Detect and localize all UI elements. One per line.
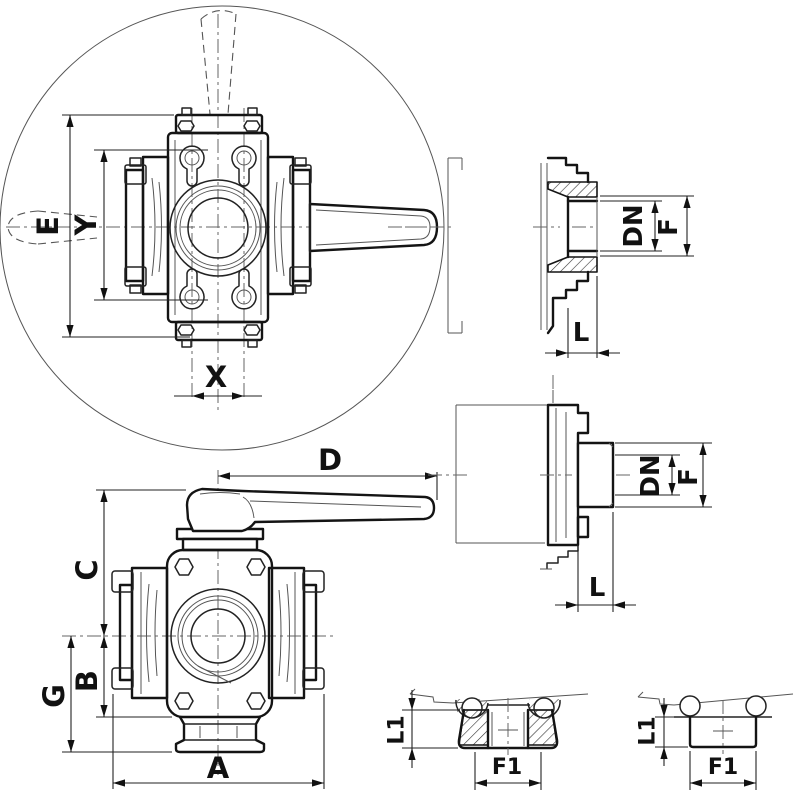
side-port-threaded-view: DN F L	[405, 156, 694, 397]
dim-label-A: A	[207, 751, 230, 785]
handle-swing-circle	[0, 5, 445, 451]
valve-body-top-view	[166, 107, 270, 348]
phantom-handle-up	[200, 9, 237, 115]
dim-C: C	[70, 489, 186, 636]
cap-bolts	[177, 107, 261, 348]
front-view: D C B G A	[37, 443, 438, 789]
dim-L1-plain: L1	[636, 698, 688, 766]
dim-L-threaded: L	[545, 276, 620, 358]
dim-G: G	[37, 636, 172, 753]
dim-label-E: E	[31, 216, 65, 236]
left-union-front	[111, 566, 169, 700]
dim-label-G: G	[37, 684, 71, 708]
dim-label-L1: L1	[385, 715, 410, 744]
dim-L1-threaded: L1	[385, 690, 460, 768]
right-union-top-view	[266, 155, 312, 296]
body-bolts	[174, 558, 266, 710]
bottom-port-threaded-view: L1 F1	[385, 688, 589, 790]
dim-label-C: C	[70, 559, 104, 580]
center-port-front	[170, 588, 266, 684]
spigot-plain	[576, 441, 615, 509]
dim-label-D: D	[318, 443, 342, 477]
dim-F-threaded: F	[600, 195, 694, 257]
left-union-top-view	[124, 155, 170, 296]
dim-label-X: X	[205, 360, 227, 394]
dim-L-plain: L	[555, 512, 636, 612]
dim-label-Y: Y	[69, 214, 103, 237]
dim-label-L1: L1	[636, 716, 661, 745]
dim-DN-threaded: DN	[600, 200, 662, 252]
dim-X: X	[174, 360, 262, 400]
dim-label-F: F	[654, 218, 684, 236]
bottom-port-front	[174, 715, 266, 754]
dim-label-F1: F1	[492, 755, 522, 780]
bottom-port-plain-view: L1 F1	[636, 691, 794, 790]
dim-label-L: L	[589, 573, 606, 603]
body-profile	[447, 156, 590, 397]
side-port-plain-view: DN F L	[428, 390, 712, 612]
dim-A: A	[112, 694, 325, 789]
dim-label-F: F	[674, 468, 704, 486]
dim-label-F1: F1	[708, 755, 738, 780]
dim-F1-threaded: F1	[474, 752, 542, 790]
dim-DN-plain: DN	[615, 454, 680, 498]
handle-front	[185, 487, 436, 533]
dim-F-plain: F	[615, 442, 712, 508]
dim-Y: Y	[69, 149, 208, 301]
dim-B: B	[70, 636, 172, 718]
dim-E: E	[31, 114, 190, 338]
dim-label-L: L	[573, 318, 590, 348]
threaded-socket-section	[547, 181, 599, 273]
plain-bottom-socket	[688, 715, 758, 749]
broken-body-edge-plain	[637, 691, 794, 706]
top-view: E Y X	[0, 5, 445, 451]
dim-label-B: B	[70, 670, 104, 692]
dim-D: D	[218, 443, 438, 500]
body-profile-plain	[455, 390, 554, 544]
dim-F1-plain: F1	[689, 751, 757, 790]
dim-label-DN: DN	[619, 204, 649, 247]
dim-label-DN: DN	[636, 454, 666, 497]
broken-body-edge	[409, 688, 589, 704]
valve-body-front	[165, 548, 274, 719]
right-union-front	[267, 566, 325, 700]
center-port-top-view	[169, 179, 267, 277]
